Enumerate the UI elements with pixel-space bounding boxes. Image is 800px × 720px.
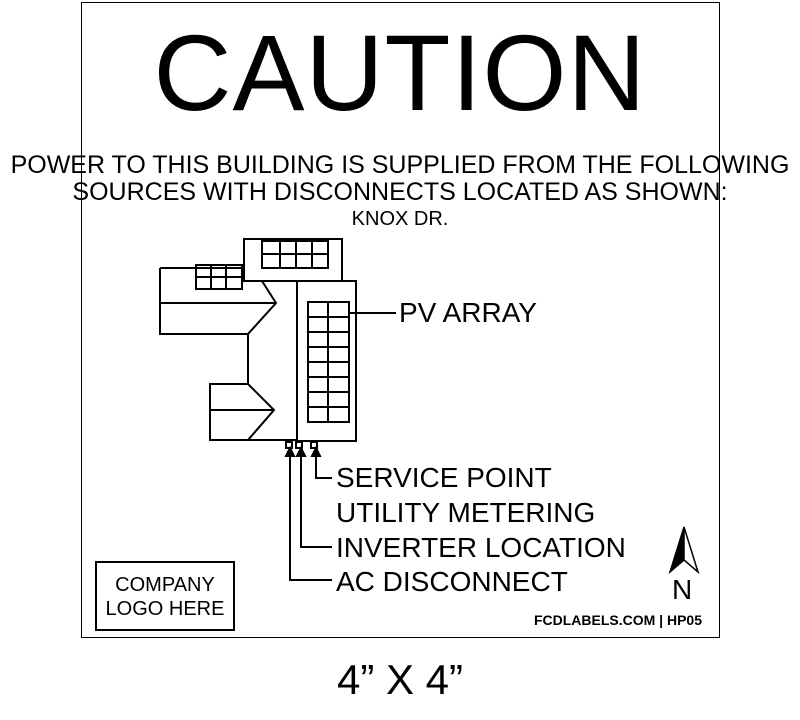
inverter-box [295,441,303,449]
logo-line-1: COMPANY [115,574,215,596]
caution-label [81,2,720,638]
ac-disconnect-leader [289,452,332,581]
ac-disconnect-box [285,441,293,449]
building-west-wing [159,267,297,441]
footer-code: FCDLABELS.COM | HP05 [533,612,702,628]
size-caption: 4” X 4” [336,656,464,703]
inverter-location-label: INVERTER LOCATION [336,532,626,563]
service-point-label: SERVICE POINT [336,462,552,493]
north-indicator: N [672,574,693,605]
pv-array-label: PV ARRAY [399,297,537,328]
north-arrow-icon [668,526,700,575]
inverter-leader [300,452,332,548]
notice-line-2: SOURCES WITH DISCONNECTS LOCATED AS SHOW… [72,178,728,206]
service-point-box [310,441,318,449]
building-main [296,280,357,442]
service-point-leader [315,452,332,479]
ac-disconnect-label: AC DISCONNECT [336,566,568,597]
logo-line-2: LOGO HERE [105,598,225,620]
notice-line-1: POWER TO THIS BUILDING IS SUPPLIED FROM … [10,151,790,179]
caution-title: CAUTION [153,12,647,133]
company-logo-placeholder: COMPANY LOGO HERE [95,561,235,631]
utility-metering-label: UTILITY METERING [336,497,596,528]
street-name: KNOX DR. [351,208,449,230]
